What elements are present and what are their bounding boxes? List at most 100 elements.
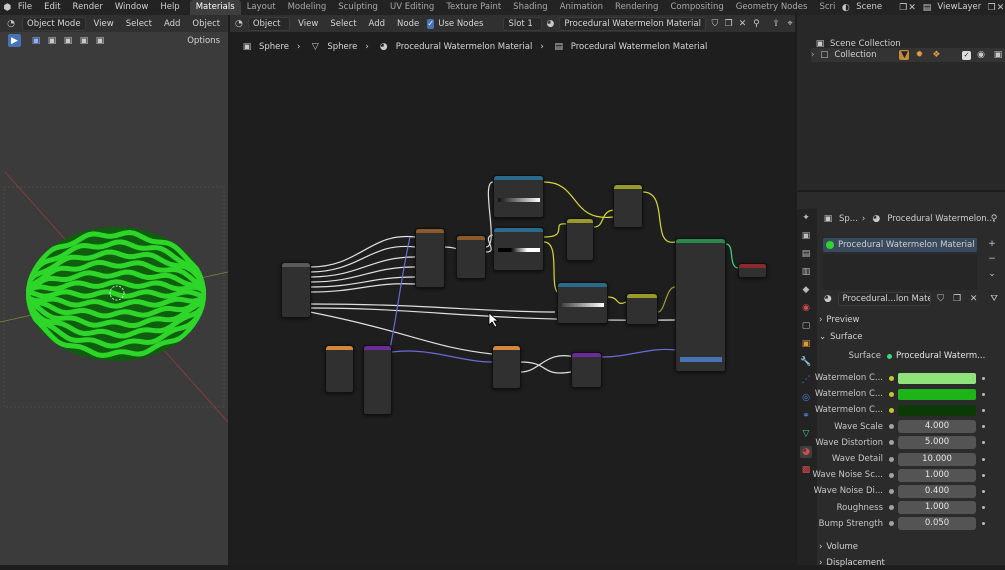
mode-select[interactable]: Object Mode <box>22 16 86 31</box>
color-swatch[interactable] <box>898 372 976 384</box>
panel-volume[interactable]: › Volume <box>819 540 999 554</box>
material-browse-icon[interactable]: ◕ <box>546 18 555 29</box>
tab-shading[interactable]: Shading <box>513 2 548 12</box>
number-field[interactable]: 10.000 <box>898 452 976 466</box>
texture-icon[interactable]: ▩ <box>801 465 811 475</box>
new-scene-icon[interactable]: ❐ <box>899 2 908 13</box>
viewport-menu-object[interactable]: Object <box>192 18 221 29</box>
material-name-field[interactable]: Procedural...lon Material <box>837 292 931 306</box>
tab-texture-paint[interactable]: Texture Paint <box>446 2 502 12</box>
constraints-icon[interactable]: ⚭ <box>802 411 810 421</box>
keyframe-dot-icon[interactable] <box>982 506 985 510</box>
number-field[interactable]: 4.000 <box>898 420 976 434</box>
remove-slot-icon[interactable]: − <box>988 254 996 264</box>
select-box-icon[interactable]: ▣ <box>31 36 41 46</box>
menu-window[interactable]: Window <box>114 2 149 12</box>
viewport-menu-add[interactable]: Add <box>163 18 181 29</box>
number-field[interactable]: 5.000 <box>898 436 976 450</box>
number-field[interactable]: 1.000 <box>898 501 976 515</box>
pin-icon[interactable]: ⚲ <box>990 214 998 224</box>
select-extend-icon[interactable]: ▣ <box>47 36 57 46</box>
keyframe-dot-icon[interactable] <box>982 441 985 445</box>
pin-icon[interactable]: ⚲ <box>753 18 760 29</box>
node-color-ramp-3[interactable] <box>557 282 608 324</box>
node-wave-texture[interactable] <box>325 345 354 393</box>
snapping-icon[interactable]: ⌖ <box>787 18 793 29</box>
node-principled-bsdf[interactable] <box>675 238 726 372</box>
scene-name[interactable]: Scene <box>856 2 883 12</box>
editor-type-icon[interactable]: ◔ <box>7 18 15 29</box>
tab-uv-editing[interactable]: UV Editing <box>389 2 435 12</box>
panel-preview[interactable]: › Preview <box>819 313 999 327</box>
panel-displacement[interactable]: › Displacement <box>819 556 999 570</box>
node-group-input[interactable] <box>281 262 311 318</box>
unlink-material-icon[interactable]: ✕ <box>738 18 747 29</box>
node-bump[interactable] <box>571 352 602 388</box>
parent-node-tree-icon[interactable]: ⇧ <box>772 18 780 29</box>
node-mix-color-1[interactable] <box>566 218 594 261</box>
menu-render[interactable]: Render <box>72 2 103 12</box>
node-vector-math[interactable] <box>456 235 486 279</box>
node-mapping-2[interactable] <box>363 345 392 415</box>
shader-node-editor[interactable]: ▣ Sphere › ▽ Sphere › ◕ Procedural Water… <box>230 32 795 565</box>
material-slot-list-item[interactable]: Procedural Watermelon Material <box>823 238 977 252</box>
tab-sculpting[interactable]: Sculpting <box>338 2 378 12</box>
output-icon[interactable]: ▤ <box>801 249 811 259</box>
world-icon[interactable]: ◉ <box>802 303 810 313</box>
options-dropdown[interactable]: Options <box>187 36 220 46</box>
3d-viewport[interactable]: ▶ ▣ ▣ ▣ ▣ ▣ Options <box>0 32 228 565</box>
slot-specials-icon[interactable]: ⌄ <box>988 269 996 279</box>
number-field[interactable]: 0.400 <box>898 484 976 498</box>
node-noise-texture[interactable] <box>492 345 521 389</box>
browse-material-icon[interactable]: ◕ <box>823 294 832 304</box>
menu-help[interactable]: Help <box>160 2 180 12</box>
modifier-icon[interactable]: 🔧 <box>800 357 812 367</box>
duplicate-material-icon[interactable]: ❐ <box>953 294 962 304</box>
shader-type-select[interactable]: Object <box>247 16 291 31</box>
material-name-field[interactable]: Procedural Watermelon Material <box>559 16 706 31</box>
fake-user-icon[interactable]: ⛉ <box>711 18 719 29</box>
fake-user-icon[interactable]: ⛉ <box>937 294 944 304</box>
physics-icon[interactable]: ◎ <box>802 393 810 403</box>
keyframe-dot-icon[interactable] <box>982 392 985 396</box>
tab-scripting[interactable]: Scri <box>819 2 836 12</box>
tab-animation[interactable]: Animation <box>559 2 604 12</box>
slot-select[interactable]: Slot 1 <box>503 16 542 31</box>
select-intersect-icon[interactable]: ▣ <box>95 36 105 46</box>
panel-surface[interactable]: ⌄ Surface <box>819 330 999 344</box>
tab-geometry-nodes[interactable]: Geometry Nodes <box>735 2 808 12</box>
use-nodes-checkbox[interactable]: ✓ <box>427 18 435 29</box>
node-menu-node[interactable]: Node <box>397 18 420 29</box>
node-menu-view[interactable]: View <box>298 18 319 29</box>
particles-icon[interactable]: ⋰ <box>801 375 811 385</box>
node-mix-color-3[interactable] <box>626 293 658 325</box>
outliner-row-scene-collection[interactable]: ▣ Scene Collection <box>813 37 901 51</box>
keyframe-dot-icon[interactable] <box>982 489 985 493</box>
view-layer-name[interactable]: ViewLayer <box>937 2 982 12</box>
select-invert-icon[interactable]: ▣ <box>79 36 89 46</box>
object-icon[interactable]: ▣ <box>801 339 811 349</box>
tab-rendering[interactable]: Rendering <box>615 2 659 12</box>
surface-value[interactable]: Procedural Waterm... <box>896 351 986 361</box>
scene-icon[interactable]: ◆ <box>802 285 810 295</box>
render-camera-icon[interactable]: ▣ <box>993 50 1003 60</box>
keyframe-dot-icon[interactable] <box>982 376 985 380</box>
keyframe-dot-icon[interactable] <box>982 408 985 412</box>
tab-modeling[interactable]: Modeling <box>287 2 327 12</box>
node-menu-add[interactable]: Add <box>368 18 386 29</box>
node-mapping[interactable] <box>415 228 445 288</box>
node-color-ramp-2[interactable] <box>493 227 544 271</box>
viewport-menu-view[interactable]: View <box>93 18 114 29</box>
filter-icon[interactable]: ⛛ <box>990 294 998 304</box>
tab-compositing[interactable]: Compositing <box>670 2 724 12</box>
scene-icon[interactable]: ◐ <box>841 2 850 13</box>
viewport-menu-select[interactable]: Select <box>125 18 152 29</box>
add-slot-icon[interactable]: + <box>988 239 996 249</box>
keyframe-dot-icon[interactable] <box>982 473 985 477</box>
keyframe-dot-icon[interactable] <box>982 425 985 429</box>
view-layer-icon[interactable]: ▥ <box>801 267 811 277</box>
tab-layout[interactable]: Layout <box>246 2 276 12</box>
unlink-icon[interactable]: ✕ <box>969 294 978 304</box>
delete-scene-icon[interactable]: ✕ <box>908 2 916 13</box>
color-swatch[interactable] <box>898 388 976 400</box>
